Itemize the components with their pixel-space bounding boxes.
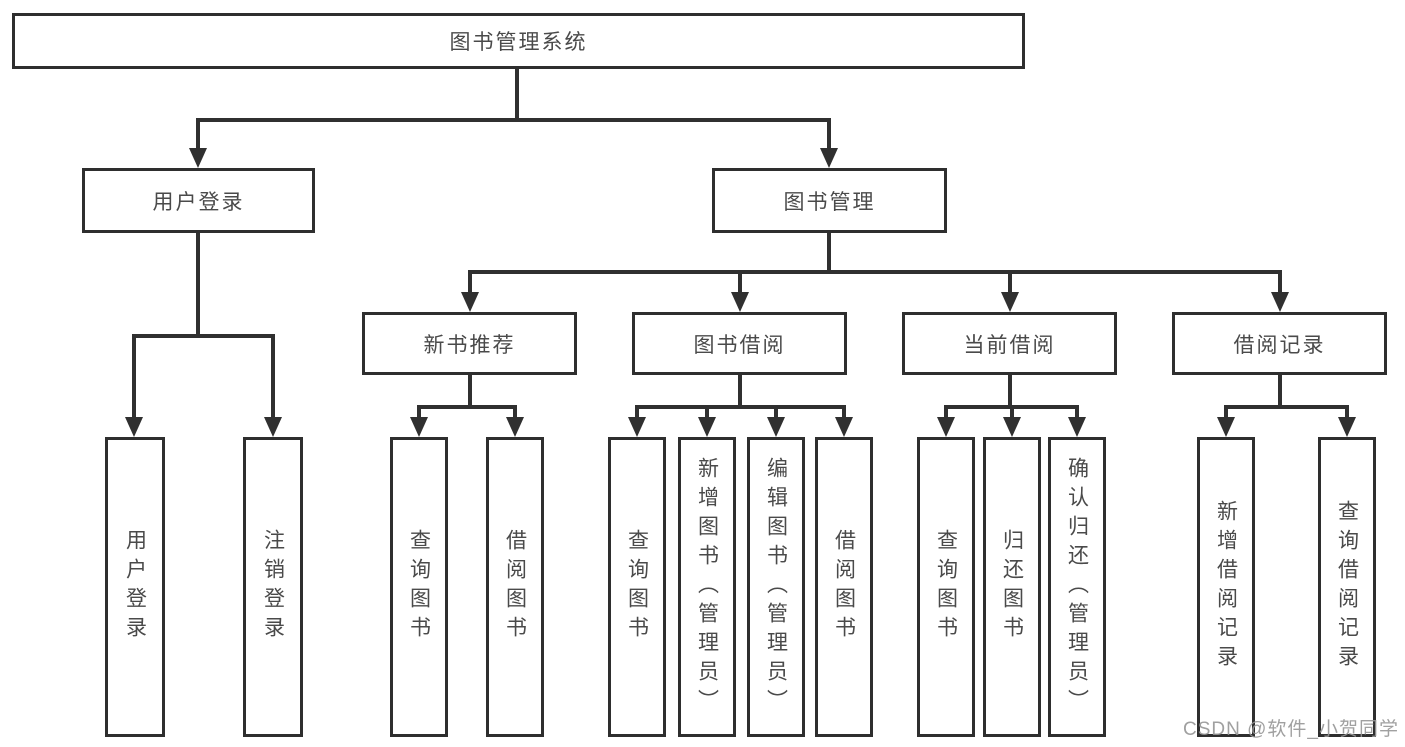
leaf-logout: 注销登录 [243, 437, 303, 737]
node-user-login: 用户登录 [82, 168, 315, 233]
leaf-logout-label: 注销登录 [261, 529, 285, 645]
node-root-label: 图书管理系统 [449, 31, 588, 54]
leaf-query-books-recommend: 查询图书 [390, 437, 448, 737]
node-current-borrow: 当前借阅 [902, 312, 1117, 375]
node-borrow-records-label: 借阅记录 [1233, 333, 1326, 357]
leaf-add-books-admin: 新增图书（管理员） [678, 437, 736, 737]
leaf-edit-books-admin-label: 编辑图书（管理员） [764, 456, 788, 718]
leaf-query-borrow-record: 查询借阅记录 [1318, 437, 1376, 737]
leaf-borrow-books: 借阅图书 [815, 437, 873, 737]
node-borrow-records: 借阅记录 [1172, 312, 1387, 375]
watermark: CSDN @软件_小贺同学 [1183, 719, 1399, 740]
node-book-borrow: 图书借阅 [632, 312, 847, 375]
leaf-borrow-books-label: 借阅图书 [832, 529, 856, 645]
leaf-borrow-books-recommend-label: 借阅图书 [503, 529, 527, 645]
leaf-user-login: 用户登录 [105, 437, 165, 737]
leaf-return-books: 归还图书 [983, 437, 1041, 737]
node-new-book-recommend: 新书推荐 [362, 312, 577, 375]
leaf-query-books-borrow: 查询图书 [608, 437, 666, 737]
leaf-add-books-admin-label: 新增图书（管理员） [695, 456, 719, 718]
leaf-query-books-borrow-label: 查询图书 [625, 529, 649, 645]
node-book-borrow-label: 图书借阅 [693, 333, 786, 357]
leaf-confirm-return-admin-label: 确认归还（管理员） [1065, 456, 1089, 718]
leaf-edit-books-admin: 编辑图书（管理员） [747, 437, 805, 737]
leaf-user-login-label: 用户登录 [123, 529, 147, 645]
leaf-add-borrow-record-label: 新增借阅记录 [1214, 500, 1238, 674]
leaf-query-books-recommend-label: 查询图书 [407, 529, 431, 645]
leaf-borrow-books-recommend: 借阅图书 [486, 437, 544, 737]
node-current-borrow-label: 当前借阅 [963, 333, 1056, 357]
node-book-management: 图书管理 [712, 168, 947, 233]
leaf-return-books-label: 归还图书 [1000, 529, 1024, 645]
leaf-query-borrow-record-label: 查询借阅记录 [1335, 500, 1359, 674]
leaf-add-borrow-record: 新增借阅记录 [1197, 437, 1255, 737]
node-user-login-label: 用户登录 [152, 190, 245, 214]
node-root: 图书管理系统 [12, 13, 1025, 69]
node-book-management-label: 图书管理 [783, 190, 876, 214]
leaf-query-books-current-label: 查询图书 [934, 529, 958, 645]
leaf-confirm-return-admin: 确认归还（管理员） [1048, 437, 1106, 737]
leaf-query-books-current: 查询图书 [917, 437, 975, 737]
node-new-book-recommend-label: 新书推荐 [423, 333, 516, 357]
